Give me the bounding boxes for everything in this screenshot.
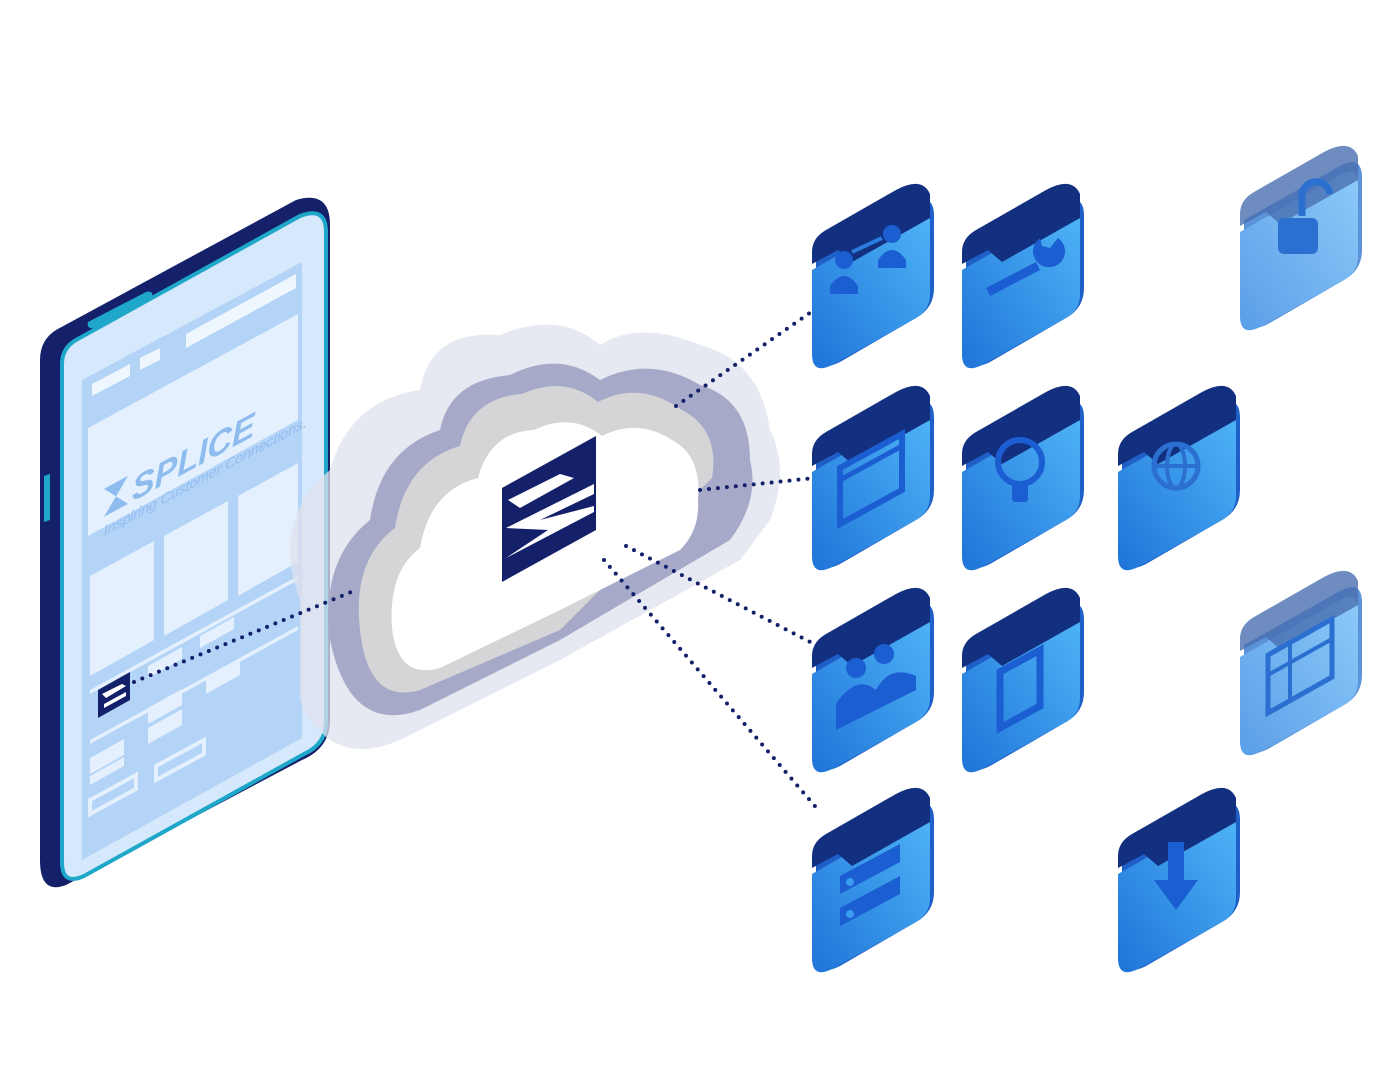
mobile-device-icon: [996, 644, 1044, 734]
app-tile[interactable]: [812, 385, 934, 571]
tile-top: [812, 787, 930, 868]
lightbulb-icon: [995, 436, 1045, 502]
screen-field: [88, 771, 138, 818]
tile-top: [1240, 570, 1358, 651]
tile-top: [1118, 787, 1236, 868]
splice-logo-mark: [104, 475, 128, 517]
phone-speaker: [87, 291, 153, 329]
app-tile[interactable]: [1118, 787, 1240, 973]
screen-divider: [90, 626, 298, 744]
unlock-icon: [1278, 178, 1334, 254]
app-tile[interactable]: [812, 787, 934, 973]
tile-face: [962, 613, 1080, 773]
screen-divider: [90, 576, 298, 694]
app-tile[interactable]: [962, 385, 1084, 571]
screen-button: [148, 647, 182, 678]
tile-top: [962, 385, 1080, 466]
app-tiles: [812, 145, 1362, 973]
screen-logo-mark: [98, 672, 130, 718]
phone-side-button: [44, 474, 50, 522]
screen-hero-banner: [88, 314, 298, 536]
screen-button: [206, 659, 240, 694]
screen-bar: [140, 348, 160, 370]
tile-top: [812, 385, 930, 466]
tile-top: [962, 183, 1080, 264]
app-tile[interactable]: [1240, 570, 1362, 756]
cloud-splice-logo: [502, 436, 596, 582]
screen-card: [238, 463, 298, 596]
grid-layout-icon: [1265, 614, 1335, 718]
tile-top: [812, 183, 930, 264]
wrench-icon: [986, 238, 1066, 296]
app-tile[interactable]: [812, 587, 934, 773]
screen-bar: [92, 364, 130, 396]
screen-card: [90, 541, 154, 676]
globe-icon: [1151, 441, 1201, 491]
server-icon: [840, 844, 900, 926]
download-icon: [1154, 842, 1198, 910]
tile-top: [1240, 145, 1358, 226]
tile-top: [1118, 385, 1236, 466]
tile-face: [812, 209, 930, 369]
screen-button: [148, 709, 182, 744]
connector-tile-1: [674, 308, 816, 408]
connector-tile-4: [698, 476, 816, 492]
connectors: [132, 308, 822, 814]
app-tile[interactable]: [962, 587, 1084, 773]
screen-button: [90, 757, 124, 785]
cloud-platform: [290, 324, 780, 749]
tile-top: [812, 587, 930, 668]
screen-bar: [186, 274, 296, 348]
tile-face: [1240, 596, 1358, 756]
team-icon: [836, 644, 916, 730]
screen-button: [90, 739, 124, 774]
screen-field: [154, 736, 206, 784]
app-tile[interactable]: [1118, 385, 1240, 571]
connector-tile-10: [602, 558, 822, 814]
screen-card: [164, 501, 228, 636]
app-tile[interactable]: [1240, 145, 1362, 331]
tile-face: [1118, 411, 1236, 571]
tile-top: [962, 587, 1080, 668]
screen-button: [200, 617, 234, 648]
app-tile[interactable]: [962, 183, 1084, 369]
connector-tile-7: [624, 544, 816, 646]
app-tile[interactable]: [812, 183, 934, 369]
people-link-icon: [830, 225, 906, 294]
smartphone: SPLICE Inspiring Customer Connections.: [40, 197, 330, 888]
browser-window-icon: [837, 428, 905, 530]
